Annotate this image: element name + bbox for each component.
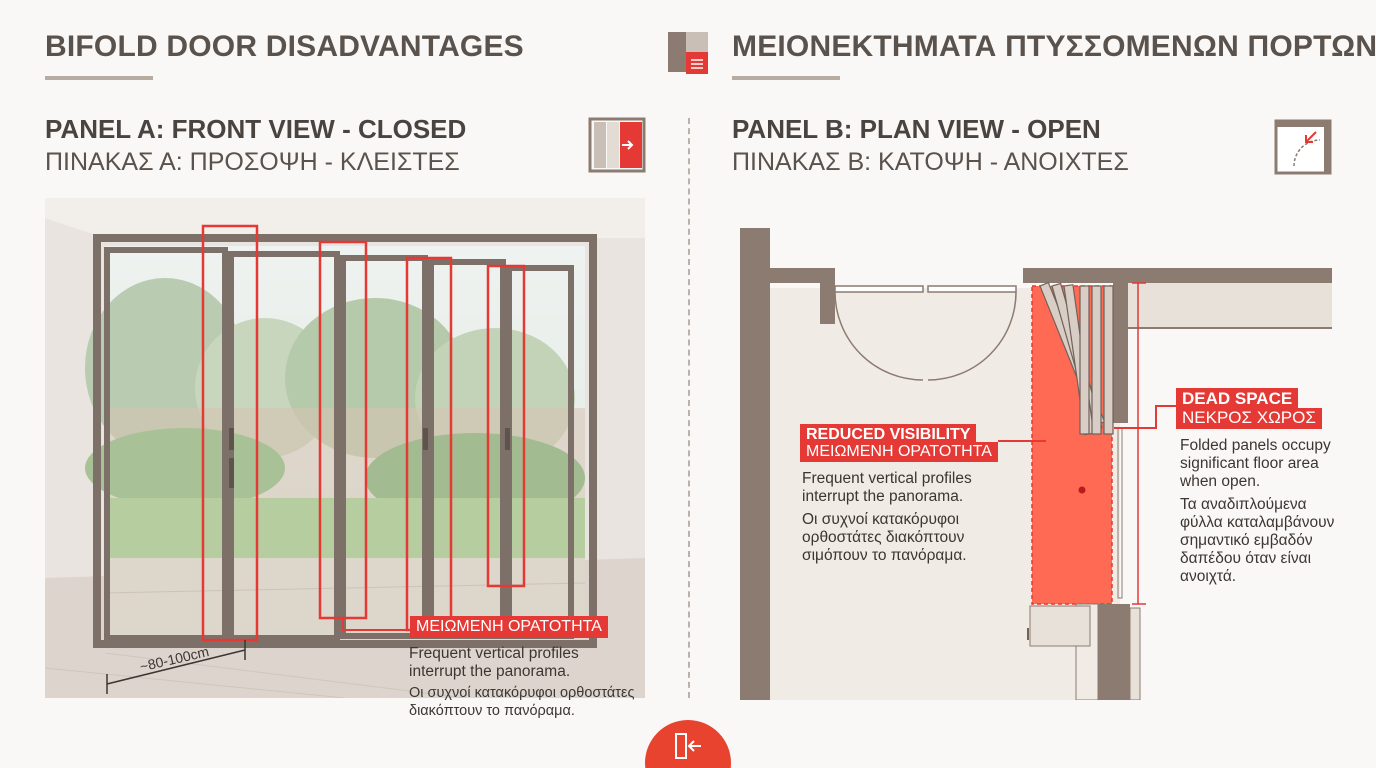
panel-b-visibility-note-el-2: ορθοστάτες διακόπτουν — [802, 529, 965, 546]
dead-space-note-en-1: Folded panels occupy — [1180, 437, 1331, 454]
panel-b-visibility-tag-el: ΜΕΙΩΜΕΝΗ ΟΡΑΤΟΤΗΤΑ — [800, 442, 998, 462]
panel-a-visibility-tag: ΜΕΙΩΜΕΝΗ ΟΡΑΤΟΤΗΤΑ — [410, 616, 608, 638]
panel-b-title: PANEL B: PLAN VIEW - OPEN — [732, 114, 1101, 144]
dead-space-note-el-3: σημαντικό εμβαδόν — [1180, 532, 1313, 549]
document-logo-icon — [668, 32, 708, 74]
panel-a-note-en-2: interrupt the panorama. — [409, 663, 571, 680]
panel-a-subtitle: ΠΙΝΑΚΑΣ Α: ΠΡΟΣΟΨΗ - ΚΛΕΙΣΤΕΣ — [45, 148, 460, 176]
exit-door-icon — [675, 733, 701, 759]
title-english: BIFOLD DOOR DISADVANTAGES — [45, 30, 524, 63]
dead-space-tag-en: DEAD SPACE — [1176, 388, 1299, 408]
panel-b-visibility-note-en-1: Frequent vertical profiles — [802, 470, 972, 487]
panel-divider — [688, 118, 690, 698]
dead-space-note-el-1: Τα αναδιπλούμενα — [1180, 496, 1307, 513]
panel-a-note-el-2: διακόπτουν το πανόραμα. — [409, 703, 575, 719]
dead-space-tag-el: ΝΕΚΡΟΣ ΧΩΡΟΣ — [1176, 408, 1322, 429]
panel-a-note-el-1: Οι συχνοί κατακόρυφοι ορθοστάτες — [409, 685, 635, 701]
panel-a-title: PANEL A: FRONT VIEW - CLOSED — [45, 114, 467, 144]
panel-b-visibility-note-el-3: σιμόπουν το πανόραμα. — [802, 547, 967, 564]
panel-b-visibility-note-el-1: Οι συχνοί κατακόρυφοι — [802, 511, 960, 528]
dead-space-note-el-2: φύλλα καταλαμβάνουν — [1180, 514, 1335, 531]
plan-view-illustration — [740, 228, 1332, 700]
plan-door-icon — [1274, 119, 1332, 175]
dead-space-note-el-5: ανοιχτά. — [1180, 568, 1237, 585]
title-underline-left — [45, 76, 153, 80]
panel-b-visibility-note-en-2: interrupt the panorama. — [802, 488, 964, 505]
dead-space-note-en-3: when open. — [1180, 473, 1261, 490]
title-greek: ΜΕΙΟΝΕΚΤΗΜΑΤΑ ΠΤΥΣΣΟΜΕΝΩΝ ΠΟΡΤΩΝ — [732, 30, 1376, 63]
panel-b-subtitle: ΠΙΝΑΚΑΣ Β: ΚΑΤΟΨΗ - ΑΝΟΙΧΤΕΣ — [732, 148, 1129, 176]
bifold-front-icon — [588, 117, 646, 173]
exit-button[interactable] — [645, 720, 731, 768]
panel-a-note-en-1: Frequent vertical profiles — [409, 645, 579, 662]
panel-b-visibility-tag-en: REDUCED VISIBILITY — [800, 424, 977, 444]
dead-space-note-en-2: significant floor area — [1180, 455, 1319, 472]
title-underline-right — [732, 76, 840, 80]
dead-space-note-el-4: δαπέδου όταν είναι — [1180, 550, 1312, 567]
